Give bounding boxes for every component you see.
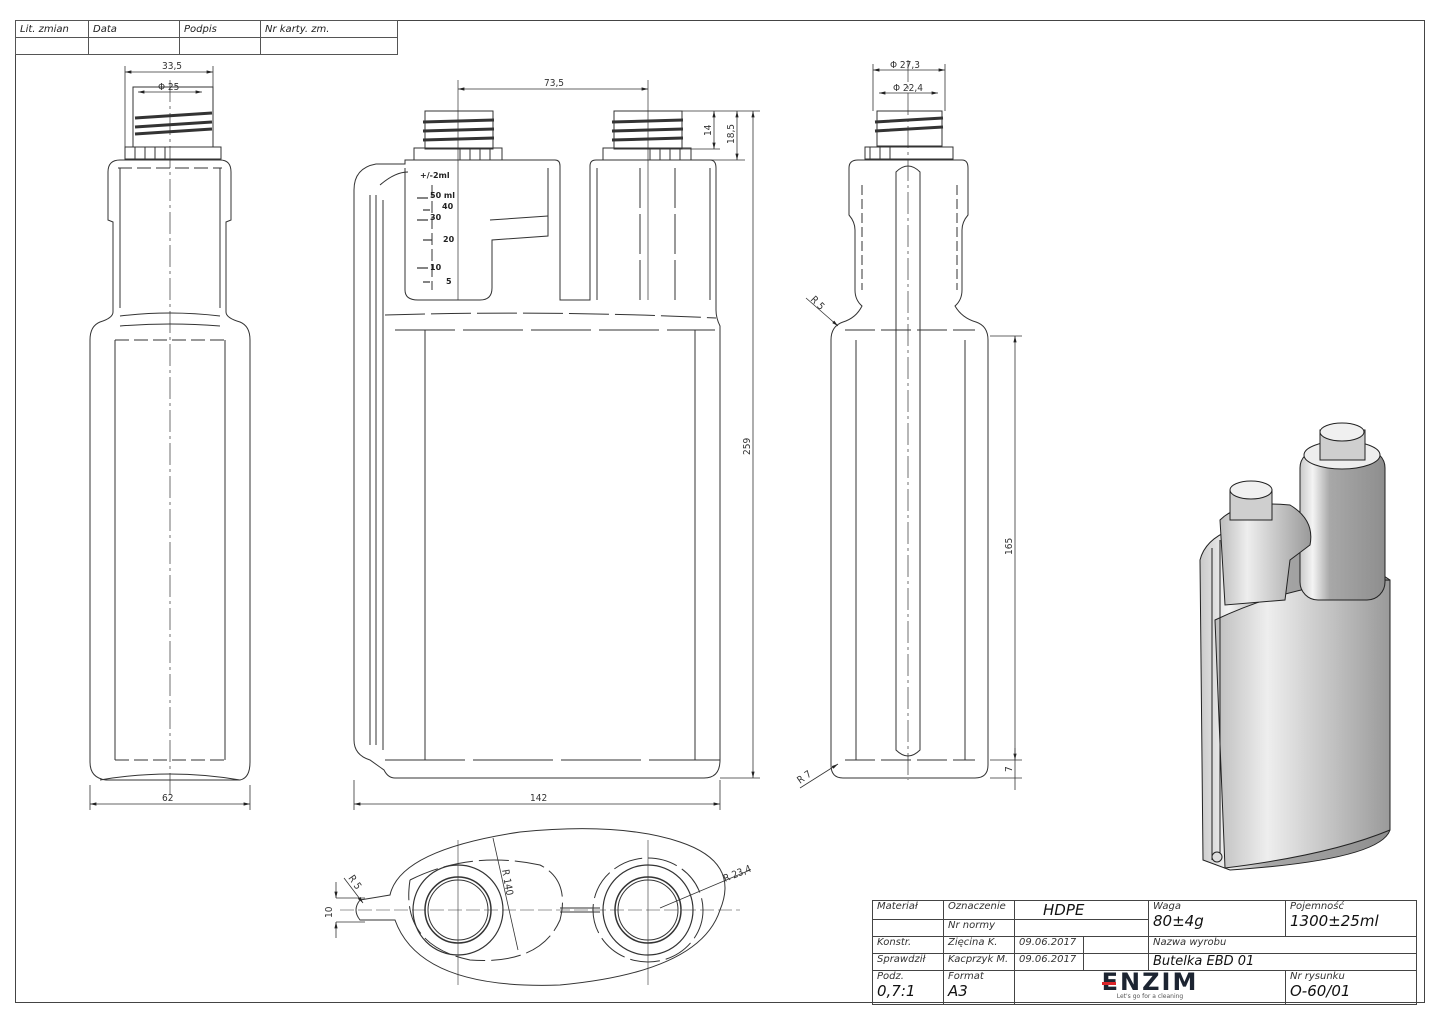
designed-date: 09.06.2017 bbox=[1014, 936, 1084, 954]
dim-base-height: 7 bbox=[1004, 766, 1015, 772]
designation-value: HDPE bbox=[1014, 900, 1149, 920]
checked-date: 09.06.2017 bbox=[1014, 953, 1084, 971]
weight-value: 80±4g bbox=[1153, 912, 1204, 930]
side-view bbox=[89, 80, 251, 800]
right-dimensions bbox=[799, 64, 1022, 790]
dim-top-handle-radius: R 5 bbox=[346, 873, 364, 891]
front-view bbox=[353, 80, 721, 779]
side-dimensions bbox=[89, 66, 251, 810]
right-view bbox=[830, 60, 989, 780]
dim-neck-distance: 73,5 bbox=[544, 78, 564, 89]
checked-by: Kacprzyk M. bbox=[943, 953, 1015, 971]
dim-total-width: 142 bbox=[530, 793, 547, 804]
designed-label: Konstr. bbox=[872, 936, 944, 954]
drawing-no-label: Nr rysunku bbox=[1290, 971, 1345, 982]
checked-label: Sprawdził bbox=[872, 953, 944, 971]
logo-tagline: Let's go for a cleaning bbox=[1116, 993, 1184, 1000]
weight-label: Waga bbox=[1153, 901, 1181, 912]
revision-table: Lit. zmian Data Podpis Nr karty. zm. bbox=[15, 20, 398, 55]
dim-right-outer-diameter: Φ 27,3 bbox=[890, 60, 920, 71]
dim-shoulder-radius: R 5 bbox=[808, 294, 826, 312]
dim-base-radius: R 7 bbox=[795, 769, 813, 787]
grad-40: 40 bbox=[442, 202, 454, 211]
material-label: Materiał bbox=[872, 900, 944, 920]
drawing-no: O-60/01 bbox=[1290, 982, 1351, 1000]
format-label: Format bbox=[948, 971, 984, 982]
dim-top-large-radius: R 140 bbox=[499, 869, 514, 897]
logo-wordmark: ENZIM bbox=[1101, 968, 1199, 996]
dim-top-neck-radius: R 23,4 bbox=[722, 864, 753, 885]
designed-by: Zięcina K. bbox=[943, 936, 1015, 954]
grad-30: 30 bbox=[430, 213, 442, 222]
grad-50: 50 ml bbox=[430, 191, 455, 200]
scale-label: Podz. bbox=[877, 971, 904, 982]
title-block: Materiał Oznaczenie HDPE Waga 80±4g Poje… bbox=[872, 900, 1417, 1005]
scale-value: 0,7:1 bbox=[877, 982, 916, 1000]
grad-20: 20 bbox=[443, 235, 455, 244]
capacity-value: 1300±25ml bbox=[1290, 912, 1379, 930]
logo-cell: ENZIM Let's go for a cleaning bbox=[1014, 968, 1286, 1005]
dim-total-height: 259 bbox=[742, 438, 753, 455]
top-view bbox=[340, 828, 751, 986]
product-name-label: Nazwa wyrobu bbox=[1148, 936, 1417, 954]
capacity-label: Pojemność bbox=[1290, 901, 1344, 912]
grad-10: 10 bbox=[430, 263, 442, 272]
weight-cell: Waga 80±4g bbox=[1148, 900, 1286, 937]
dim-thread-height: 14 bbox=[703, 124, 714, 136]
front-dimensions bbox=[353, 87, 760, 810]
enzim-logo: ENZIM Let's go for a cleaning bbox=[1019, 968, 1281, 1000]
capacity-cell: Pojemność 1300±25ml bbox=[1285, 900, 1417, 937]
format-value: A3 bbox=[948, 982, 968, 1000]
grad-5: 5 bbox=[446, 277, 452, 286]
graduation-marks bbox=[417, 197, 432, 283]
grad-tolerance: +/-2ml bbox=[420, 171, 450, 180]
logo-red-bar bbox=[1101, 982, 1116, 985]
dim-side-body-width: 62 bbox=[162, 793, 173, 804]
dim-top-handle-width: 10 bbox=[324, 906, 335, 918]
designation-label: Oznaczenie bbox=[943, 900, 1015, 920]
dim-body-height: 165 bbox=[1004, 538, 1015, 555]
drawing-frame bbox=[15, 20, 1425, 1003]
dim-side-neck-width: 33,5 bbox=[162, 61, 182, 72]
top-dimensions bbox=[334, 877, 365, 938]
dim-right-inner-diameter: Φ 22,4 bbox=[893, 83, 923, 94]
dim-neck-height: 18,5 bbox=[726, 124, 737, 144]
isometric-render bbox=[1199, 422, 1391, 871]
dim-side-neck-diameter: Φ 25 bbox=[158, 82, 179, 93]
norm-label: Nr normy bbox=[943, 919, 1015, 937]
